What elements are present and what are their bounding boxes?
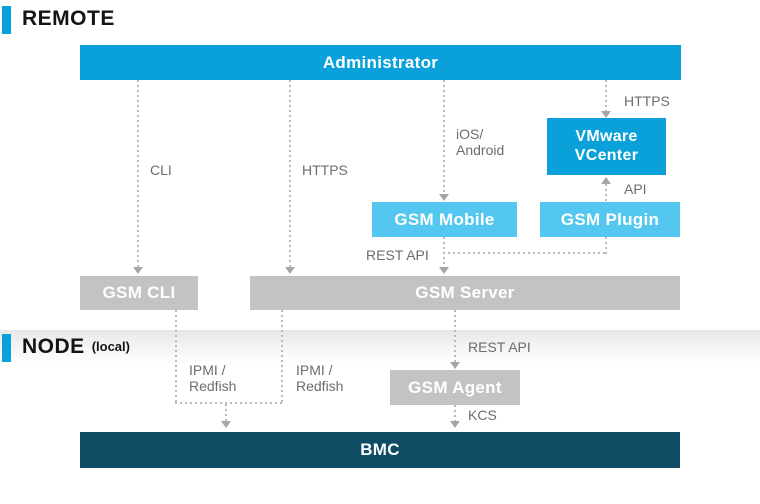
edge-rest-api-remote-arrowhead: [439, 267, 449, 274]
edge-kcs-line: [454, 405, 456, 421]
edge-plugin-connector-line: [443, 252, 607, 254]
edge-ipmi-right-label: IPMI / Redfish: [296, 362, 343, 394]
gsm-plugin-box-label: GSM Plugin: [560, 209, 660, 229]
edge-ipmi-right-label-line2: Redfish: [296, 378, 344, 395]
edge-ios-android-label-line1: iOS/: [456, 126, 484, 142]
vmware-vcenter-box-label: VMware VCenter: [575, 128, 638, 165]
vmware-vcenter-line2: VCenter: [574, 146, 639, 164]
edge-ipmi-left-label-line1: IPMI /: [189, 362, 226, 378]
edge-ipmi-left-label-line2: Redfish: [189, 378, 237, 395]
edge-cli-label: CLI: [150, 162, 172, 178]
administrator-box: Administrator: [80, 45, 681, 80]
edge-kcs-label: KCS: [468, 407, 497, 423]
edge-ios-android-line: [443, 80, 445, 194]
edge-ios-android-arrowhead: [439, 194, 449, 201]
vmware-vcenter-box: VMware VCenter: [547, 118, 666, 175]
gsm-agent-box: GSM Agent: [390, 370, 520, 405]
edge-cli-line: [137, 80, 139, 267]
node-title-sublabel: (local): [91, 339, 130, 354]
remote-title-label: REMOTE: [22, 7, 115, 30]
edge-https-left-arrowhead: [285, 267, 295, 274]
edge-kcs-arrowhead: [450, 421, 460, 428]
edge-ipmi-connector-line: [175, 402, 283, 404]
edge-ipmi-arrowhead: [221, 421, 231, 428]
edge-ipmi-left-label: IPMI / Redfish: [189, 362, 236, 394]
vmware-vcenter-line1: VMware: [575, 128, 638, 146]
gsm-mobile-box-label: GSM Mobile: [394, 209, 495, 229]
node-title-label: NODE: [22, 335, 85, 358]
gsm-server-box: GSM Server: [250, 276, 680, 310]
edge-https-right-line: [605, 80, 607, 111]
edge-cli-arrowhead: [133, 267, 143, 274]
edge-rest-api-node-label: REST API: [468, 339, 531, 355]
edge-ipmi-left-line: [175, 310, 177, 404]
edge-ios-android-label: iOS/ Android: [456, 126, 504, 158]
edge-api-arrowhead: [601, 177, 611, 184]
edge-https-left-line: [289, 80, 291, 267]
edge-rest-api-node-arrowhead: [450, 362, 460, 369]
edge-plugin-drop-line: [605, 237, 607, 254]
edge-ios-android-label-line2: Android: [456, 142, 505, 159]
gsm-cli-box: GSM CLI: [80, 276, 198, 310]
edge-https-right-label: HTTPS: [624, 93, 670, 109]
gsm-plugin-box: GSM Plugin: [540, 202, 680, 237]
edge-rest-api-node-line: [454, 310, 456, 362]
edge-rest-api-remote-label: REST API: [366, 247, 429, 263]
bmc-box: BMC: [80, 432, 680, 468]
gsm-agent-box-label: GSM Agent: [408, 377, 502, 397]
gsm-server-box-label: GSM Server: [415, 283, 515, 303]
remote-section-title: REMOTE: [22, 7, 115, 31]
edge-ipmi-right-label-line1: IPMI /: [296, 362, 333, 378]
gsm-cli-box-label: GSM CLI: [102, 283, 176, 303]
edge-https-right-arrowhead: [601, 111, 611, 118]
node-accent-bar: [2, 334, 11, 362]
administrator-box-label: Administrator: [322, 52, 439, 72]
edge-https-left-label: HTTPS: [302, 162, 348, 178]
node-section-title: NODE (local): [22, 335, 130, 359]
edge-ipmi-right-line: [281, 310, 283, 404]
bmc-box-label: BMC: [360, 440, 400, 460]
edge-ipmi-drop-line: [225, 404, 227, 421]
edge-api-line: [605, 184, 607, 202]
remote-accent-bar: [2, 6, 11, 34]
edge-api-label: API: [624, 181, 647, 197]
gsm-mobile-box: GSM Mobile: [372, 202, 517, 237]
node-section-band: [0, 330, 760, 364]
